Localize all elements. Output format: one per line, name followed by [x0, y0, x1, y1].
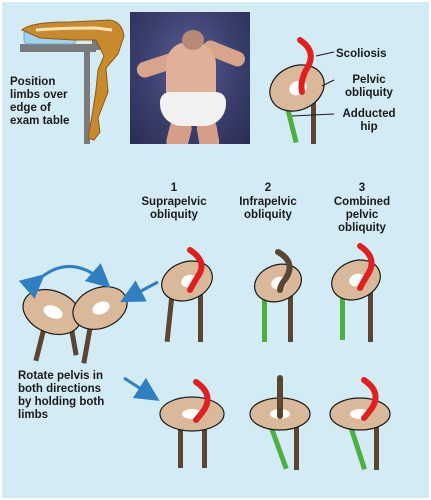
photo-diaper — [160, 92, 226, 126]
arrow-from-rotation — [123, 376, 160, 401]
row1-col3-pelvis — [331, 243, 381, 342]
label-pelvic-obliquity: Pelvic obliquity — [345, 74, 393, 99]
patient-photo — [130, 12, 250, 144]
adducted-leg — [340, 292, 345, 340]
leg — [202, 424, 207, 468]
column-3-number: 3 — [358, 182, 366, 194]
spine-neutral — [275, 249, 293, 293]
legend-pelvis-icon — [269, 37, 335, 144]
rotate-arrow-icon — [18, 263, 111, 299]
spine-scoliosis — [193, 379, 211, 423]
body-highlight — [35, 26, 113, 32]
pelvis-hole — [43, 305, 63, 319]
patient-body-outline — [21, 19, 125, 141]
table-instruction-label: Position limbs over edge of exam table — [8, 76, 72, 128]
row2-col3-pelvis — [329, 377, 391, 471]
row1-col2-pelvis — [254, 249, 302, 342]
legend-spine-scoliosis — [297, 37, 314, 95]
column-2-label: Infrapelvic obliquity — [239, 196, 297, 221]
leg — [294, 424, 299, 470]
leader-pelvic — [321, 79, 335, 87]
spine-scoliosis — [361, 377, 379, 421]
pelvis-hole — [92, 301, 110, 315]
leg — [368, 288, 373, 342]
rotate-instruction-label: Rotate pelvis in both directions by hold… — [18, 370, 105, 421]
legend-leg — [311, 100, 316, 144]
row2-col1-pelvis — [159, 379, 225, 468]
leader-scoliosis — [315, 51, 335, 57]
leg — [374, 424, 379, 470]
column-1-number: 1 — [170, 182, 178, 194]
exam-table-illustration — [20, 19, 125, 144]
arrow-to-rotation — [120, 280, 159, 303]
adducted-leg — [266, 418, 289, 470]
table-top — [20, 44, 96, 52]
table-leg — [84, 50, 90, 144]
label-scoliosis: Scoliosis — [336, 48, 387, 60]
column-1-label: Suprapelvic obliquity — [141, 196, 207, 221]
leg — [178, 424, 183, 468]
spine-scoliosis — [187, 247, 205, 293]
leg — [288, 290, 293, 342]
adducted-leg — [262, 294, 267, 342]
leg — [164, 289, 175, 343]
adducted-leg — [346, 419, 367, 471]
column-3-label: Combined pelvic obliquity — [333, 196, 391, 234]
label-adducted-hip: Adducted hip — [342, 108, 396, 133]
spine-scoliosis — [357, 243, 375, 291]
photo-head — [182, 30, 204, 50]
row2-col2-pelvis — [249, 375, 311, 470]
column-2-number: 2 — [264, 182, 272, 194]
leg — [198, 290, 203, 342]
row1-col1-pelvis — [161, 247, 213, 343]
leader-adducted — [291, 113, 335, 117]
